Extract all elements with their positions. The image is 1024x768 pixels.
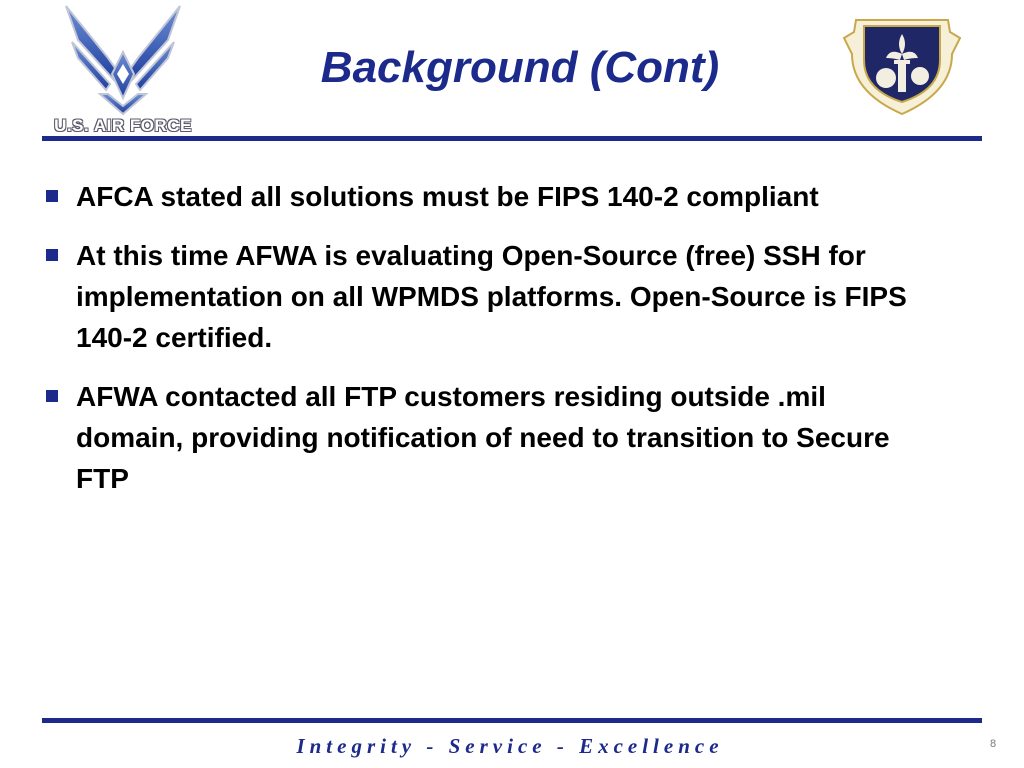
us-air-force-logo: U.S. AIR FORCE [38, 2, 208, 140]
footer-motto: Integrity - Service - Excellence [296, 734, 724, 758]
bullet-square-icon [46, 249, 58, 261]
bullet-text: AFCA stated all solutions must be FIPS 1… [76, 181, 819, 212]
bullet-square-icon [46, 390, 58, 402]
bullet-text: AFWA contacted all FTP customers residin… [76, 381, 890, 494]
us-air-force-wordmark: U.S. AIR FORCE [54, 116, 192, 135]
slide-title: Background (Cont) [320, 43, 720, 92]
bullet-text: At this time AFWA is evaluating Open-Sou… [76, 240, 907, 353]
header-divider [42, 136, 982, 141]
bullet-item: AFWA contacted all FTP customers residin… [42, 376, 942, 499]
air-force-wings-icon [65, 5, 181, 116]
air-force-weather-agency-shield-icon [842, 14, 962, 118]
bullet-item: At this time AFWA is evaluating Open-Sou… [42, 235, 942, 358]
bullet-item: AFCA stated all solutions must be FIPS 1… [42, 176, 942, 217]
page-number: 8 [990, 738, 997, 750]
bullet-list: AFCA stated all solutions must be FIPS 1… [42, 176, 942, 517]
bullet-square-icon [46, 190, 58, 202]
footer-divider [42, 718, 982, 723]
